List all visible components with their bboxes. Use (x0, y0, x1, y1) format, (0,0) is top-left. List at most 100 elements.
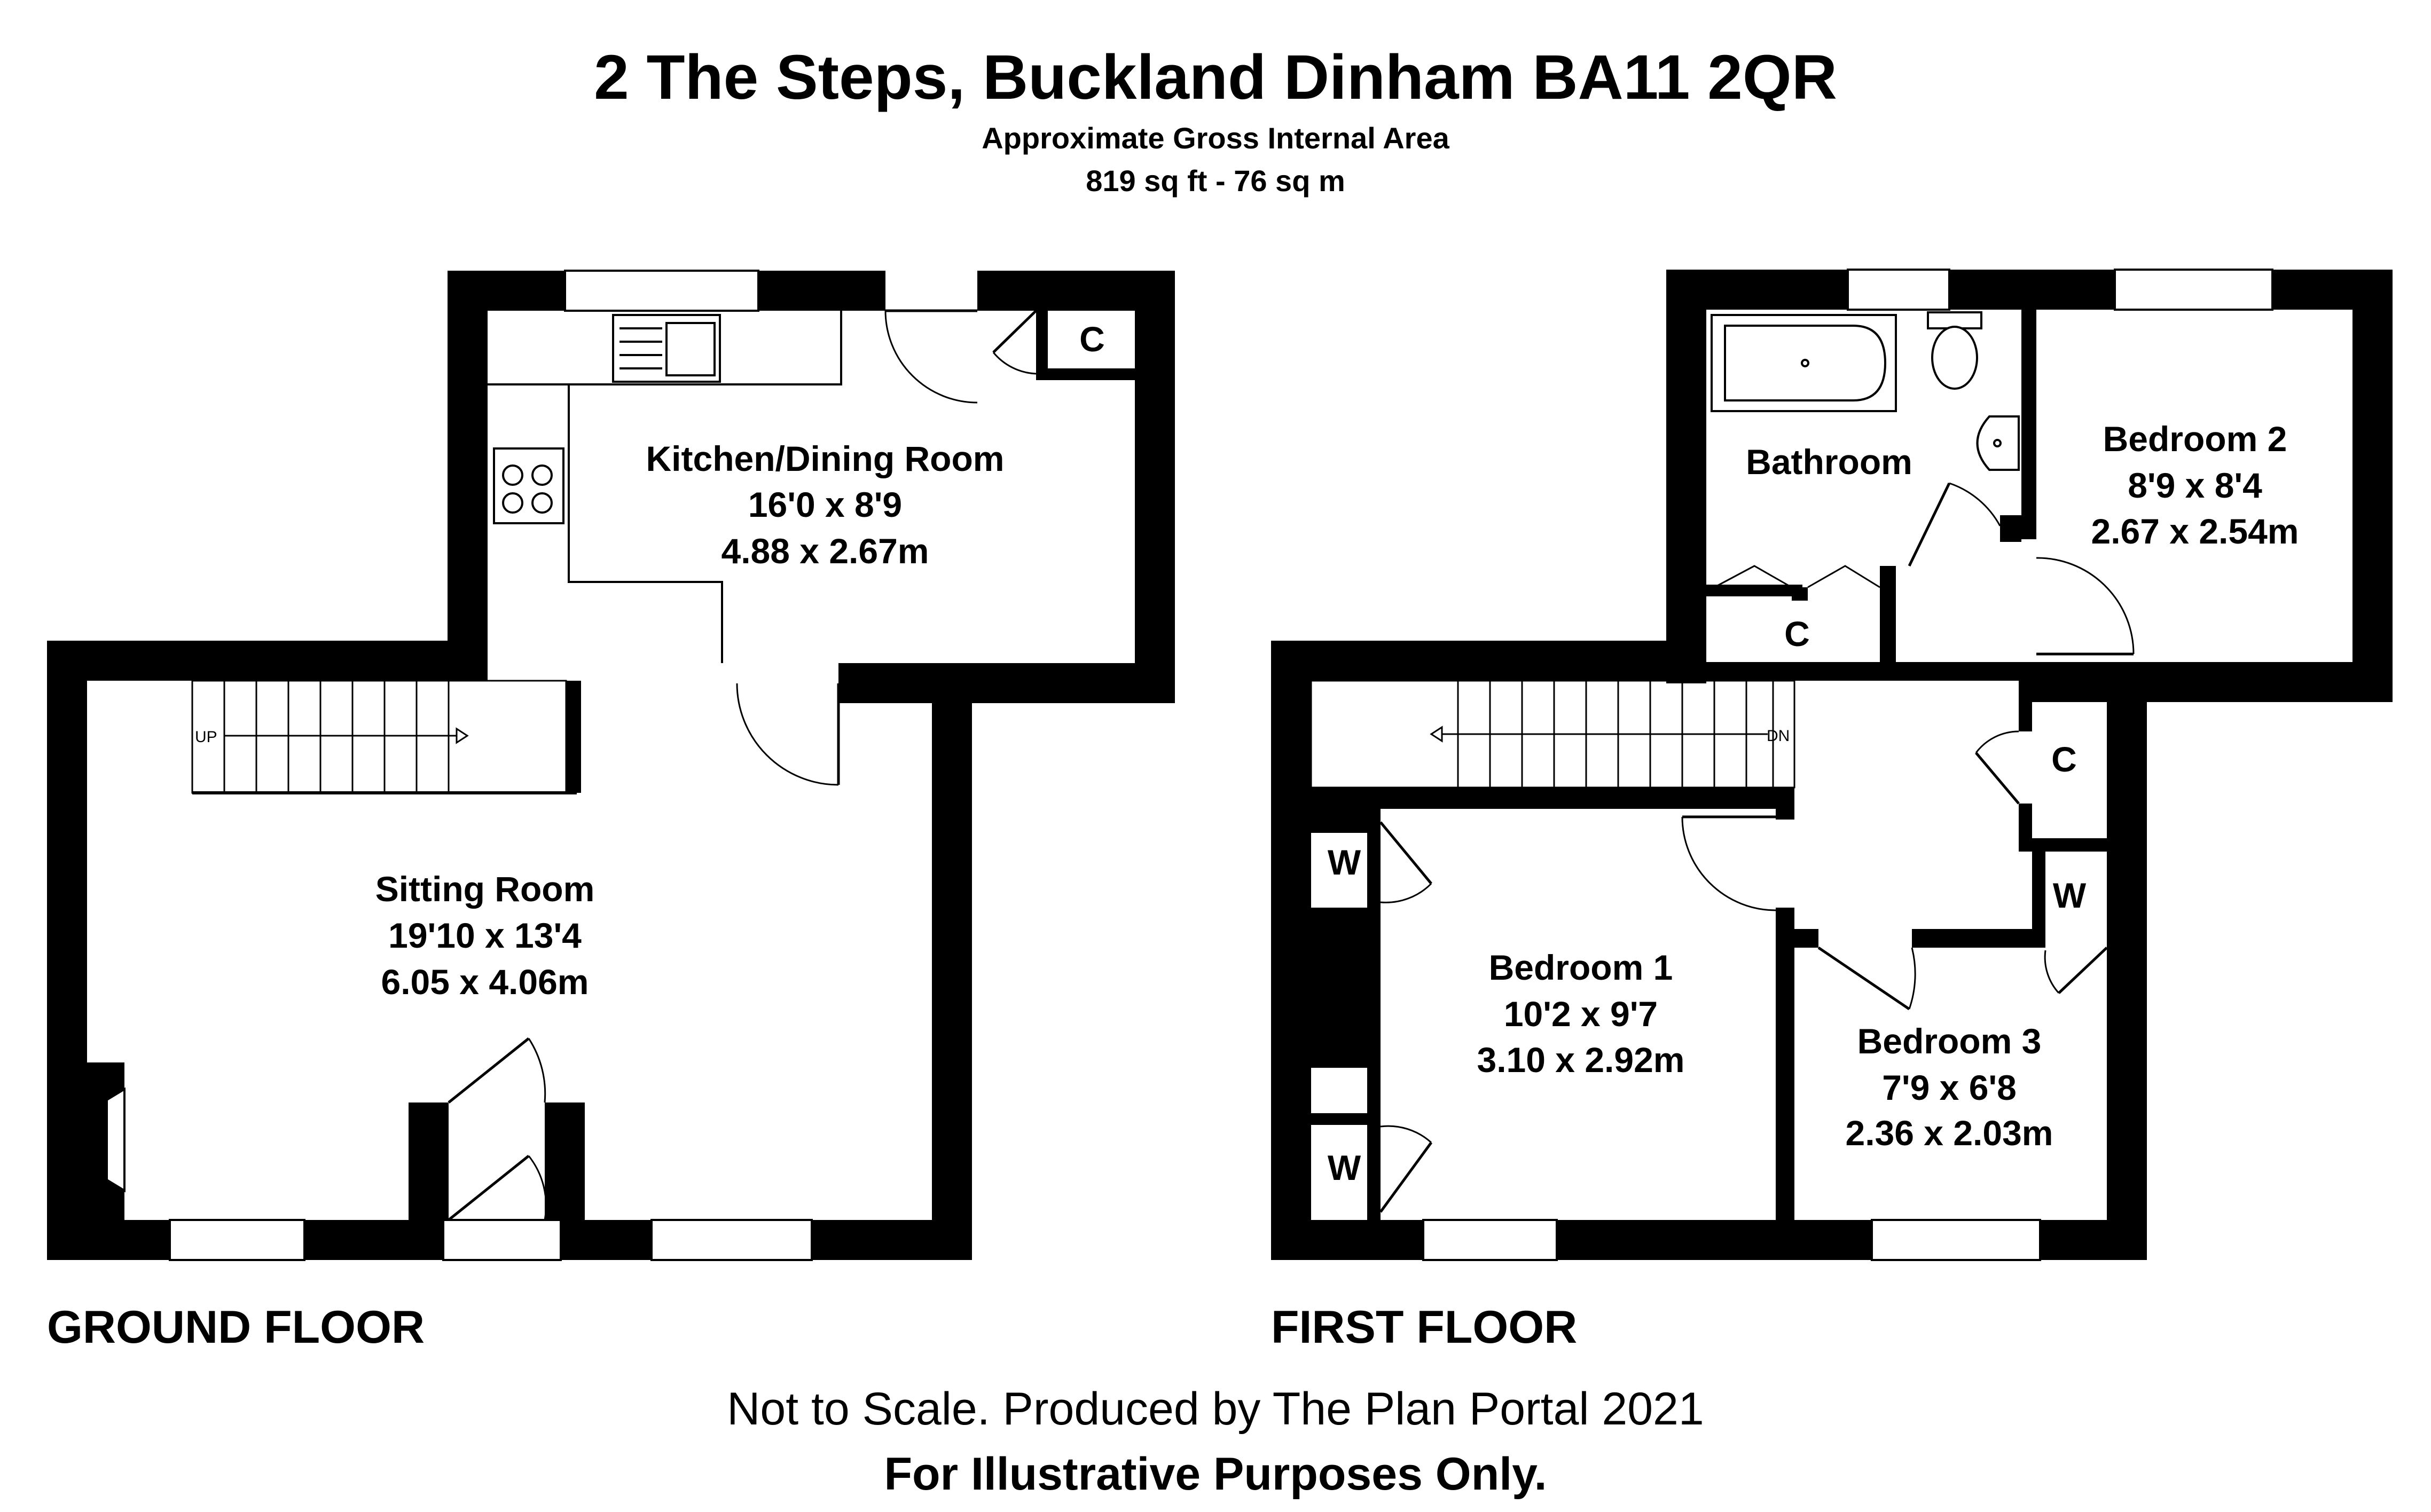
stair-arrowhead (1430, 726, 1443, 743)
stairs: UP (191, 680, 577, 794)
hob-ring (531, 464, 553, 486)
wall (1367, 809, 1381, 1228)
bedroom3-metric: 2.36 x 2.03m (1846, 1113, 2053, 1153)
fireplace (106, 1087, 126, 1193)
door (2058, 947, 2108, 994)
bedroom2-imperial: 8'9 x 8'4 (2128, 466, 2262, 505)
wall (47, 1220, 170, 1260)
window (564, 270, 759, 312)
worktop (488, 383, 723, 663)
wall (1794, 929, 1818, 948)
kitchen-imperial: 16'0 x 8'9 (748, 485, 902, 524)
door (992, 310, 1037, 353)
stair-arrowhead (456, 727, 469, 744)
door (1817, 946, 1910, 1011)
bedroom3-imperial: 7'9 x 6'8 (1882, 1068, 2017, 1107)
stair-label: UP (195, 728, 217, 746)
window (1847, 269, 1950, 311)
door-swing (1714, 565, 1792, 588)
door (448, 1037, 530, 1104)
bedroom1-metric: 3.10 x 2.92m (1477, 1040, 1685, 1080)
wall (1949, 270, 2115, 310)
wall (883, 663, 972, 703)
wall (1311, 788, 1794, 809)
wall (2019, 662, 2032, 731)
bathroom-cupboard-label: C (1784, 614, 1810, 653)
wall (2352, 270, 2393, 702)
window (1422, 1219, 1558, 1261)
stair-label: DN (1767, 727, 1790, 745)
illustrative-notice: For Illustrative Purposes Only. (884, 1448, 1547, 1500)
wall (1036, 311, 1048, 379)
window (2114, 269, 2273, 311)
wall (47, 641, 488, 681)
bathtub (1711, 314, 1897, 412)
door-swing (1908, 947, 1916, 1010)
door-swing (736, 683, 839, 786)
bedroom1-wardrobe-label: W (1328, 842, 1361, 882)
window (169, 1219, 305, 1261)
wall (1880, 566, 1896, 662)
first-floor-plan: DN Bathroom Bedroom 2 8'9 x 8'4 2.67 x 2… (1271, 269, 2393, 1353)
wall (2019, 804, 2032, 852)
bathroom-name: Bathroom (1746, 442, 1912, 482)
door-swing (1681, 816, 1776, 911)
hob (493, 447, 564, 524)
bedroom1-wardrobe-label: W (1328, 1148, 1361, 1187)
wall (1271, 641, 1666, 681)
wall (2036, 662, 2393, 702)
wall (812, 1220, 972, 1260)
bath-drain (1801, 359, 1809, 367)
plan-title: 2 The Steps, Buckland Dinham BA11 2QR (594, 42, 1837, 113)
wall (1792, 587, 1808, 601)
wall (1135, 271, 1175, 703)
stair-edge (192, 791, 577, 794)
wall (1912, 929, 2045, 948)
door-swing (1807, 565, 1880, 588)
ground-cupboard-label: C (1079, 319, 1105, 359)
wall (1271, 1220, 1423, 1260)
door (1379, 821, 1432, 885)
wall (566, 681, 581, 793)
wall (1311, 1113, 1381, 1125)
wall (2021, 310, 2036, 539)
ground-floor-plan: UP Kitchen/Dining Room 16'0 x 8'9 4.88 x… (47, 270, 1175, 1353)
door-swing (2036, 557, 2135, 655)
sitting-room-imperial: 19'10 x 13'4 (388, 916, 582, 955)
wall (2107, 702, 2147, 1260)
hob-ring (531, 492, 553, 514)
door-swing (884, 310, 978, 404)
wall (1557, 1220, 1872, 1260)
sitting-room-name: Sitting Room (375, 869, 595, 909)
wall (1776, 788, 1794, 820)
stair-outline (1310, 680, 1795, 789)
bathtub-inner (1724, 325, 1887, 401)
window (650, 1219, 813, 1261)
bedroom1-name: Bedroom 1 (1489, 948, 1673, 987)
bedroom2-name: Bedroom 2 (2103, 419, 2287, 459)
door (1908, 482, 1951, 567)
door (1379, 1141, 1433, 1213)
wall (2032, 838, 2107, 852)
door-swing (1380, 1125, 1432, 1144)
basin-drain (1993, 439, 2002, 447)
hob-ring (502, 492, 523, 514)
area-value: 819 sq ft - 76 sq m (1086, 164, 1345, 198)
landing-cupboard-label: C (2051, 739, 2077, 779)
wall (409, 1102, 449, 1260)
first-floor-label: FIRST FLOOR (1271, 1302, 1577, 1353)
door-swing (992, 352, 1037, 375)
bedroom2-metric: 2.67 x 2.54m (2091, 511, 2299, 551)
wall (1706, 662, 2021, 681)
hob-ring (502, 464, 523, 486)
wall (2040, 1220, 2147, 1260)
area-label: Approximate Gross Internal Area (982, 121, 1449, 155)
wall (1036, 368, 1135, 380)
stair-outline (191, 680, 567, 794)
wall (1271, 641, 1311, 1260)
door-swing (528, 1155, 547, 1220)
wall (2000, 515, 2021, 542)
washbasin (1976, 415, 2020, 471)
door-swing (1380, 883, 1432, 903)
stairs: DN (1310, 680, 1795, 789)
